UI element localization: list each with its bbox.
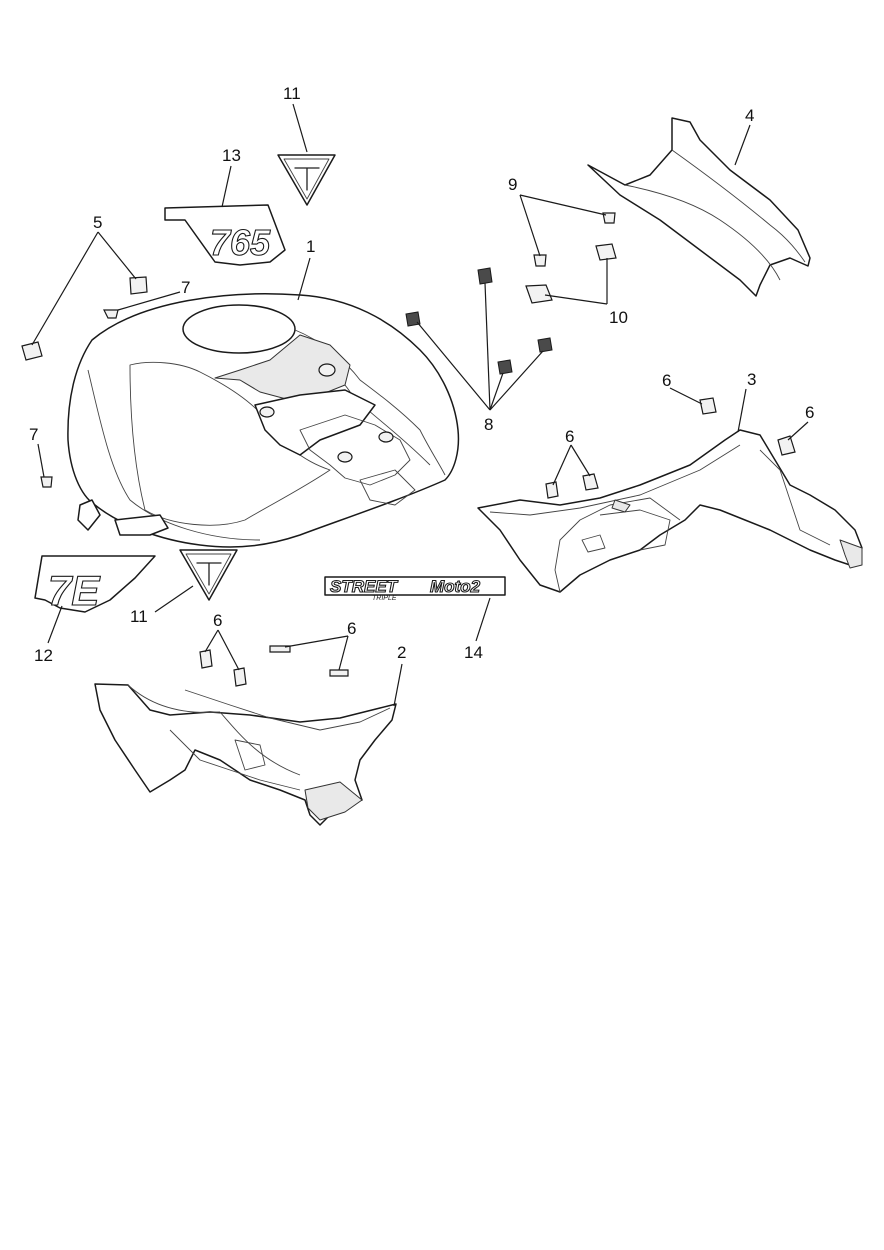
part-11-triangle-badge-top [277, 154, 336, 206]
clip-6e [199, 649, 213, 669]
callout-6-b: 6 [805, 403, 814, 422]
callout-14: 14 [464, 643, 483, 662]
callout-11-bottom: 11 [130, 607, 148, 626]
callout-3: 3 [747, 370, 756, 389]
screw-7b [40, 476, 53, 488]
logo-word-triple: TRIPLE [372, 595, 397, 602]
decal-12-text: 7E [48, 567, 101, 614]
callout-7-top: 7 [181, 278, 190, 297]
leader-lines [31, 103, 809, 707]
part-12-decal: 7E [34, 555, 156, 615]
callout-6-a: 6 [662, 371, 671, 390]
fasteners [21, 212, 796, 687]
grommet-8d [537, 337, 553, 353]
callout-6-d: 6 [213, 611, 222, 630]
clip-6h [329, 669, 349, 677]
callout-1: 1 [306, 237, 315, 256]
part-2-left-panel [94, 683, 397, 826]
callout-11-top: 11 [283, 84, 301, 103]
part-13-decal: 765 [164, 204, 286, 266]
logo-word-moto2: Moto2 [430, 577, 481, 596]
callout-4: 4 [745, 106, 754, 125]
screw-9b [602, 212, 616, 224]
logo-word-street: STREET [330, 577, 399, 596]
screw-9a [533, 254, 547, 267]
clip-6c [545, 481, 559, 499]
grommet-8b [477, 267, 493, 285]
screw-7a [103, 309, 119, 319]
clip-10b [595, 243, 617, 261]
callout-6-c: 6 [565, 427, 574, 446]
clip-6b [777, 435, 796, 456]
part-1-tank-cover [67, 293, 460, 548]
callout-9: 9 [508, 175, 517, 194]
part-11-triangle-badge-bottom [179, 549, 238, 601]
callout-10: 10 [609, 308, 628, 327]
grommet-8c [497, 359, 513, 375]
grommet-5b [129, 276, 148, 295]
clip-6d [582, 473, 599, 491]
clip-10a [525, 284, 553, 304]
callout-13: 13 [222, 146, 241, 165]
callout-2: 2 [397, 643, 406, 662]
callout-8: 8 [484, 415, 493, 434]
clip-6f [233, 667, 247, 687]
callout-6-e: 6 [347, 619, 356, 638]
callout-labels: 11 13 5 7 1 9 4 10 8 7 6 3 6 6 11 12 14 … [29, 84, 814, 665]
part-3-right-panel [477, 429, 863, 593]
grommet-8a [405, 311, 421, 327]
part-4-rear-cover [587, 117, 811, 297]
clip-6g [269, 645, 291, 653]
decal-13-text: 765 [210, 222, 271, 263]
callout-5: 5 [93, 213, 102, 232]
callout-7-bottom: 7 [29, 425, 38, 444]
callout-12: 12 [34, 646, 53, 665]
clip-6a [699, 397, 717, 415]
part-14-street-triple-decal: STREET TRIPLE Moto2 [324, 576, 506, 602]
